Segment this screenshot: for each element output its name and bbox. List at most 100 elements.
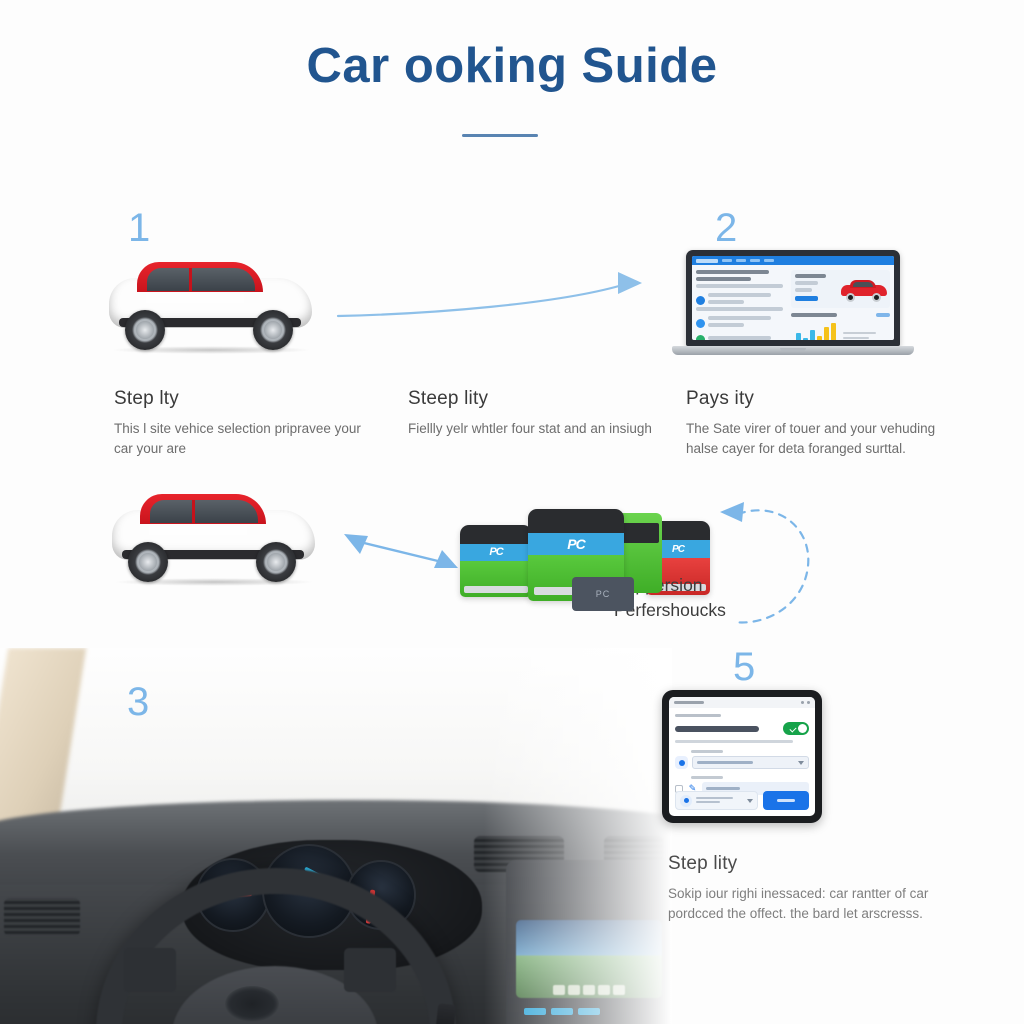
- car-window-glass: [150, 500, 258, 523]
- dashboard-logo: [696, 258, 718, 263]
- bus-left: PC: [460, 525, 532, 597]
- bus-bumper: [464, 586, 528, 593]
- car-wheel-front: [253, 310, 293, 350]
- chart-bar: [817, 335, 823, 340]
- red-car-illustration-2: [106, 492, 321, 586]
- interior-edge-fade: [0, 648, 672, 1024]
- step-2-text-block: Steep lity Fiellly yelr whtler four stat…: [408, 388, 670, 439]
- form-title-row: [675, 722, 809, 735]
- bus-windshield: PC: [528, 532, 624, 555]
- bus-side-window: [621, 523, 659, 543]
- form-subtitle: [675, 740, 793, 743]
- step-3-heading: Pays ity: [686, 388, 755, 409]
- car-body-highlight: [124, 526, 304, 535]
- step-5-heading: Step lity: [668, 853, 738, 874]
- submit-button-label: [777, 799, 795, 802]
- car-card-title: [795, 274, 826, 278]
- dashboard-body: [692, 265, 894, 340]
- featured-car-card[interactable]: [791, 270, 890, 308]
- dashboard-list-item[interactable]: [696, 335, 787, 340]
- list-item-line: [708, 336, 772, 340]
- form-eyebrow-label: [675, 714, 721, 717]
- bus-badge-text: PC: [672, 543, 685, 555]
- chart-header: [791, 313, 890, 320]
- bus-plate-text: PC: [595, 589, 611, 599]
- dashboard-list-item[interactable]: [696, 293, 787, 307]
- list-item-icon: [696, 295, 705, 305]
- car-wheel-rear: [128, 542, 168, 582]
- middle-label-line-2: Perfershoucks: [614, 600, 726, 621]
- arrow-step1-to-step2-icon: [336, 272, 642, 318]
- bus-bumper: [649, 583, 707, 591]
- step-3-body: The Sate virer of touer and your vehudin…: [686, 421, 936, 456]
- chart-bar: [803, 337, 809, 340]
- chart-legend: [843, 332, 890, 340]
- chart-link[interactable]: [876, 313, 890, 317]
- summary-card-text: [696, 796, 743, 805]
- chevron-down-icon: [798, 760, 804, 765]
- chart-plot-area: [791, 323, 890, 340]
- list-item-line: [708, 300, 744, 304]
- select-field-row[interactable]: [675, 756, 809, 769]
- bus-badge-text: PC: [567, 535, 585, 552]
- bus-windshield: PC: [460, 543, 532, 561]
- car-card-line: [795, 288, 813, 292]
- list-item-icon: [696, 318, 705, 328]
- check-icon: [789, 725, 797, 733]
- bus-license-plate: PC: [572, 577, 634, 611]
- edit-icon[interactable]: ✎: [688, 783, 697, 793]
- step-5-text-block: Step lity Sokip iour righi inessaced: ca…: [668, 853, 938, 923]
- list-item-line: [708, 323, 744, 327]
- car-side-sill: [122, 550, 304, 559]
- vehicle-select[interactable]: [692, 756, 809, 769]
- chart-bar: [810, 329, 816, 340]
- dashboard-heading-line: [696, 270, 769, 274]
- step-number-2: 2: [715, 206, 738, 250]
- enable-toggle[interactable]: [783, 722, 809, 735]
- list-item-text: [708, 316, 787, 330]
- list-item-icon: [696, 335, 705, 340]
- dashboard-list-item[interactable]: [696, 316, 787, 330]
- bus-roof: [528, 509, 624, 533]
- page-title: Car ooking Suide: [306, 39, 718, 93]
- laptop-lid: [686, 250, 900, 346]
- dashboard-nav-item[interactable]: [722, 259, 732, 262]
- minimize-icon[interactable]: [801, 701, 804, 704]
- bus-roof: [460, 525, 532, 544]
- submit-button[interactable]: [763, 791, 809, 810]
- car-card-text: [795, 274, 833, 304]
- chevron-down-icon[interactable]: [747, 798, 753, 803]
- tablet-footer: [675, 791, 809, 810]
- bus-fleet-illustration: PC PC PC PC: [450, 495, 710, 611]
- dashboard-nav-item[interactable]: [736, 259, 746, 262]
- step-1-heading: Step lty: [114, 388, 179, 409]
- tablet-app-title: [674, 701, 704, 704]
- tablet-app-header: [669, 697, 815, 708]
- tablet-header-actions[interactable]: [801, 701, 810, 704]
- summary-card[interactable]: [675, 791, 758, 810]
- list-item-line: [708, 316, 772, 320]
- tablet-screen: ✎: [669, 697, 815, 816]
- dashboard-nav-item[interactable]: [764, 259, 774, 262]
- bus-windshield: PC: [646, 540, 710, 558]
- bus-badge-text: PC: [489, 546, 503, 559]
- chart-bar: [831, 323, 837, 340]
- step-number-5: 5: [733, 645, 756, 689]
- step-number-3: 3: [127, 680, 150, 724]
- dashboard-text-line: [696, 284, 783, 288]
- step-2-body: Fiellly yelr whtler four stat and an ins…: [408, 421, 652, 436]
- car-wheel-front: [256, 542, 296, 582]
- dashboard-header-bar: [692, 256, 894, 265]
- car-card-cta-button[interactable]: [795, 296, 819, 301]
- step-3-text-block: Pays ity The Sate virer of touer and you…: [686, 388, 938, 458]
- car-body-highlight: [121, 294, 301, 303]
- arrow-bidirectional-icon: [344, 534, 458, 568]
- close-icon[interactable]: [807, 701, 810, 704]
- chart-title: [791, 313, 838, 317]
- dashboard-nav-item[interactable]: [750, 259, 760, 262]
- select-field-label: [691, 750, 724, 753]
- car-wheel-rear: [125, 310, 165, 350]
- car-door-pillar: [189, 268, 192, 291]
- dashboard-text-line: [696, 307, 783, 311]
- bus-roof: [646, 521, 710, 541]
